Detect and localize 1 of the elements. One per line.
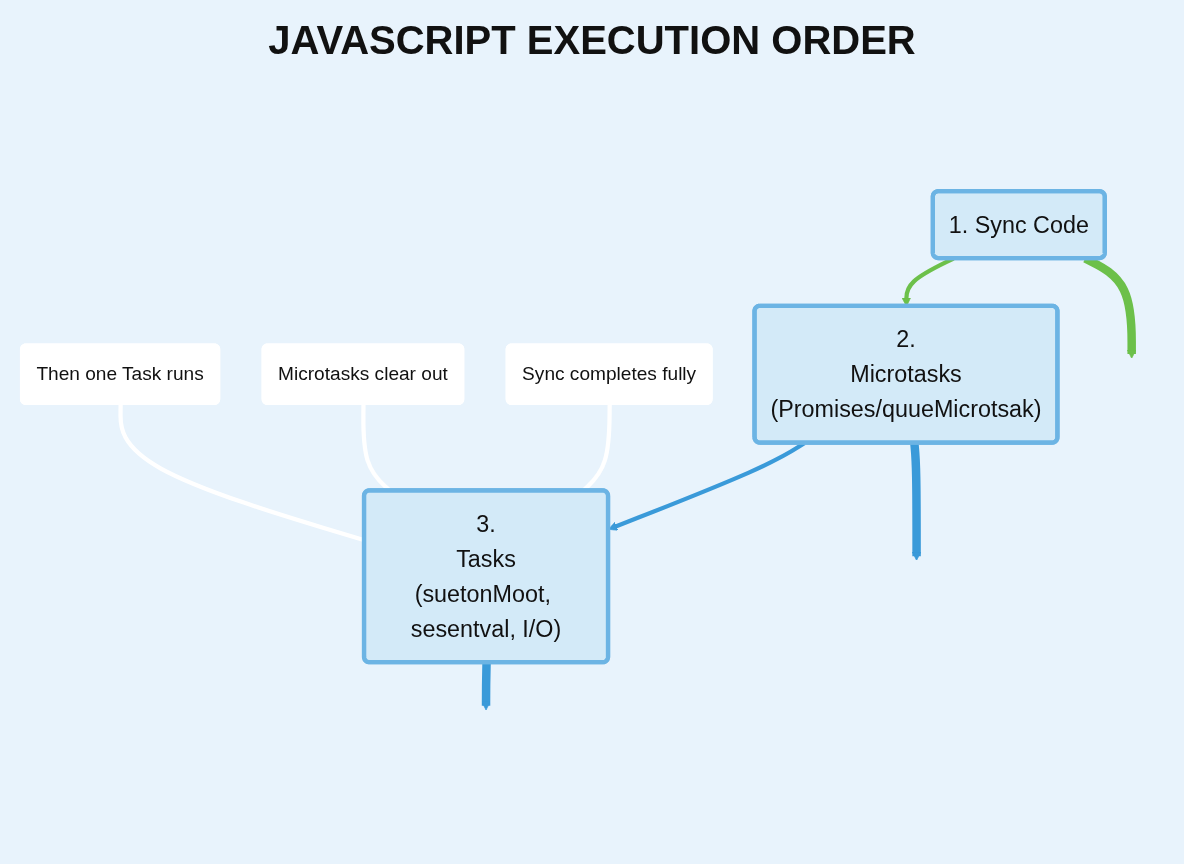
title: JAVASCRIPT EXECUTION ORDER xyxy=(268,18,916,63)
